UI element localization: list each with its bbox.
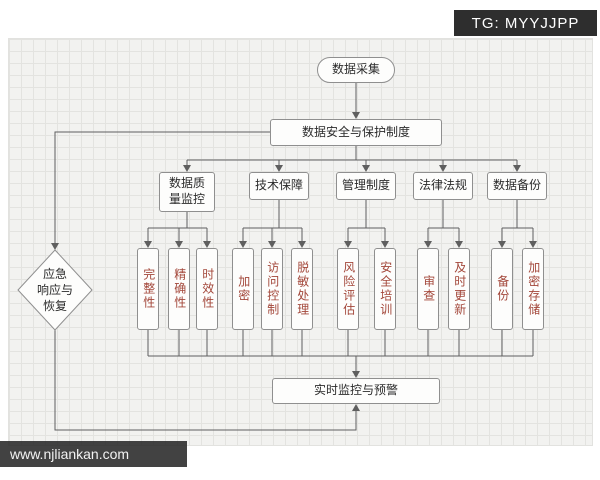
node-sub-backup: 备份: [491, 248, 513, 330]
node-sub-timeliness: 时效性: [196, 248, 218, 330]
watermark-url: www.njliankan.com: [0, 441, 187, 467]
node-sub-encryption: 加密: [232, 248, 254, 330]
node-sub-access-control: 访问控制: [261, 248, 283, 330]
node-category-management: 管理制度: [336, 172, 396, 200]
telegram-badge: TG: MYYJJPP: [454, 10, 597, 36]
node-sub-review: 审查: [417, 248, 439, 330]
node-sub-integrity: 完整性: [137, 248, 159, 330]
node-sub-encrypted-store: 加密存储: [522, 248, 544, 330]
node-emergency-response: 应急 响应与 恢复: [36, 266, 73, 314]
node-data-collection: 数据采集: [317, 57, 395, 83]
node-realtime-monitoring: 实时监控与预警: [272, 378, 440, 404]
node-category-technical: 技术保障: [249, 172, 309, 200]
node-sub-accuracy: 精确性: [168, 248, 190, 330]
node-category-backup: 数据备份: [487, 172, 547, 200]
node-sub-desensitize: 脱敏处理: [291, 248, 313, 330]
node-category-data-quality: 数据质 量监控: [159, 172, 215, 212]
node-sub-update: 及时更新: [448, 248, 470, 330]
node-category-laws: 法律法规: [413, 172, 473, 200]
node-sub-risk-assess: 风险评估: [337, 248, 359, 330]
node-sub-training: 安全培训: [374, 248, 396, 330]
node-security-system: 数据安全与保护制度: [270, 119, 442, 146]
